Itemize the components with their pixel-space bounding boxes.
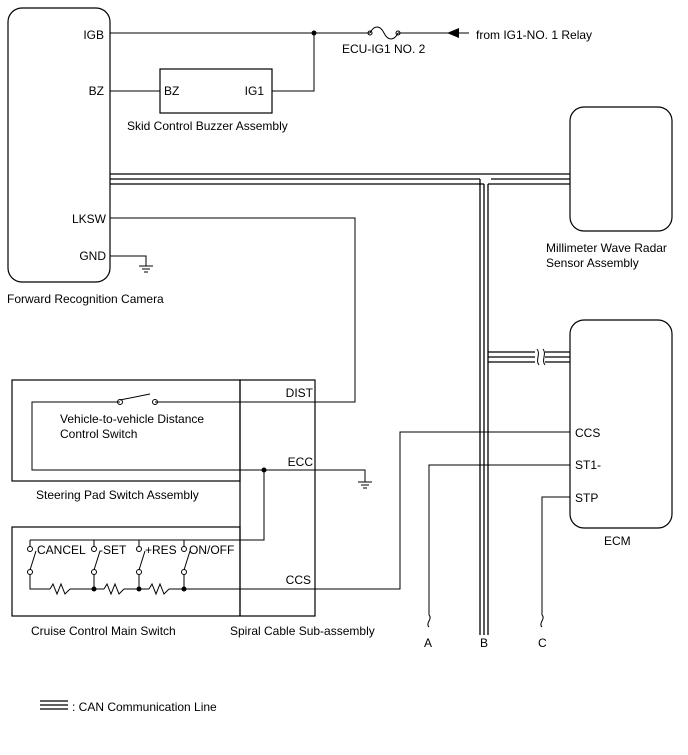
cruise-switch-label: Cruise Control Main Switch: [31, 624, 176, 638]
can-break-mark: [536, 348, 546, 366]
cruise-top-bus: [29, 539, 225, 547]
junction-dot: [91, 586, 97, 592]
ground-icon: [139, 265, 153, 273]
ecm-pin-st1: ST1-: [575, 458, 601, 472]
junction-dot: [136, 586, 142, 592]
fuse-terminal: [367, 30, 373, 36]
ecm-pin-stp: STP: [575, 491, 598, 505]
st1-wire: [428, 464, 570, 615]
buzzer-pin-bz: BZ: [164, 84, 179, 98]
switch-contact: [27, 546, 33, 552]
cruise-position-onoff: ON/OFF: [189, 543, 234, 557]
connector-b: B: [480, 636, 488, 650]
ecm-pin-ccs: CCS: [575, 426, 600, 440]
ground-icon: [358, 481, 372, 489]
cruise-position-cancel: CANCEL: [37, 543, 86, 557]
switch-lever: [119, 393, 151, 401]
steering-pad-label: Steering Pad Switch Assembly: [36, 488, 199, 502]
resistor-symbol: [103, 582, 125, 596]
resistor-symbol: [148, 582, 170, 596]
lksw-wire: [110, 217, 356, 403]
resistor-symbol: [49, 582, 71, 596]
can-bus: [479, 179, 489, 635]
switch-lever: [29, 550, 191, 571]
can-legend-label: : CAN Communication Line: [72, 700, 217, 714]
gnd-wire: [110, 255, 147, 266]
spiral-cable-label: Spiral Cable Sub-assembly: [230, 624, 375, 638]
cruise-switch-box: [11, 526, 241, 617]
camera-pin-bz: BZ: [89, 84, 104, 98]
can-bus: [488, 351, 570, 363]
source-label: from IG1-NO. 1 Relay: [476, 28, 592, 42]
spiral-pin-ccs: CCS: [286, 573, 311, 587]
spiral-cable-box: [239, 379, 316, 617]
switch-contact: [136, 546, 142, 552]
switch-contact: [91, 546, 97, 552]
fuse-symbol: [369, 26, 399, 40]
connector-c: C: [538, 636, 547, 650]
radar-label-line: Millimeter Wave Radar: [546, 241, 667, 255]
radar-box: [569, 106, 673, 232]
can-bus: [110, 173, 570, 185]
ig1-wire: [272, 33, 315, 92]
buzzer-label: Skid Control Buzzer Assembly: [127, 119, 288, 133]
spiral-pin-dist: DIST: [286, 386, 314, 400]
camera-pin-gnd: GND: [79, 249, 106, 263]
junction-dot: [181, 586, 187, 592]
cruise-bottom-line: [29, 574, 240, 590]
forward-camera-label: Forward Recognition Camera: [7, 292, 164, 306]
switch-contact: [136, 569, 142, 575]
distance-switch-label-line: Control Switch: [60, 427, 137, 441]
radar-label: Millimeter Wave Radar Sensor Assembly: [546, 241, 670, 270]
source-arrow: [447, 28, 459, 38]
switch-contact: [152, 399, 158, 405]
stp-wire: [541, 496, 570, 615]
camera-pin-igb: IGB: [83, 28, 104, 42]
forward-camera-box: [7, 7, 111, 283]
radar-label-line: Sensor Assembly: [546, 256, 639, 270]
ccs-wire: [240, 431, 570, 590]
connector-wave: [427, 614, 431, 628]
ecc-wire: [225, 470, 265, 541]
cruise-position-set: -SET: [99, 543, 127, 557]
buzzer-pin-ig1: IG1: [245, 84, 265, 98]
ecm-label: ECM: [604, 534, 631, 548]
switch-contact: [181, 569, 187, 575]
fuse-label: ECU-IG1 NO. 2: [342, 42, 426, 56]
switch-contact: [27, 569, 33, 575]
can-legend-icon: [40, 700, 68, 710]
cruise-position-res: +RES: [145, 543, 177, 557]
camera-pin-lksw: LKSW: [72, 212, 107, 226]
switch-contact: [91, 569, 97, 575]
switch-contact: [181, 546, 187, 552]
distance-switch-label: Vehicle-to-vehicle Distance Control Swit…: [60, 412, 207, 441]
dist-wire: [31, 401, 366, 482]
spiral-pin-ecc: ECC: [288, 455, 314, 469]
connector-wave: [540, 614, 544, 628]
ecm-box: [569, 319, 673, 529]
distance-switch-label-line: Vehicle-to-vehicle Distance: [60, 412, 204, 426]
connector-a: A: [424, 636, 432, 650]
